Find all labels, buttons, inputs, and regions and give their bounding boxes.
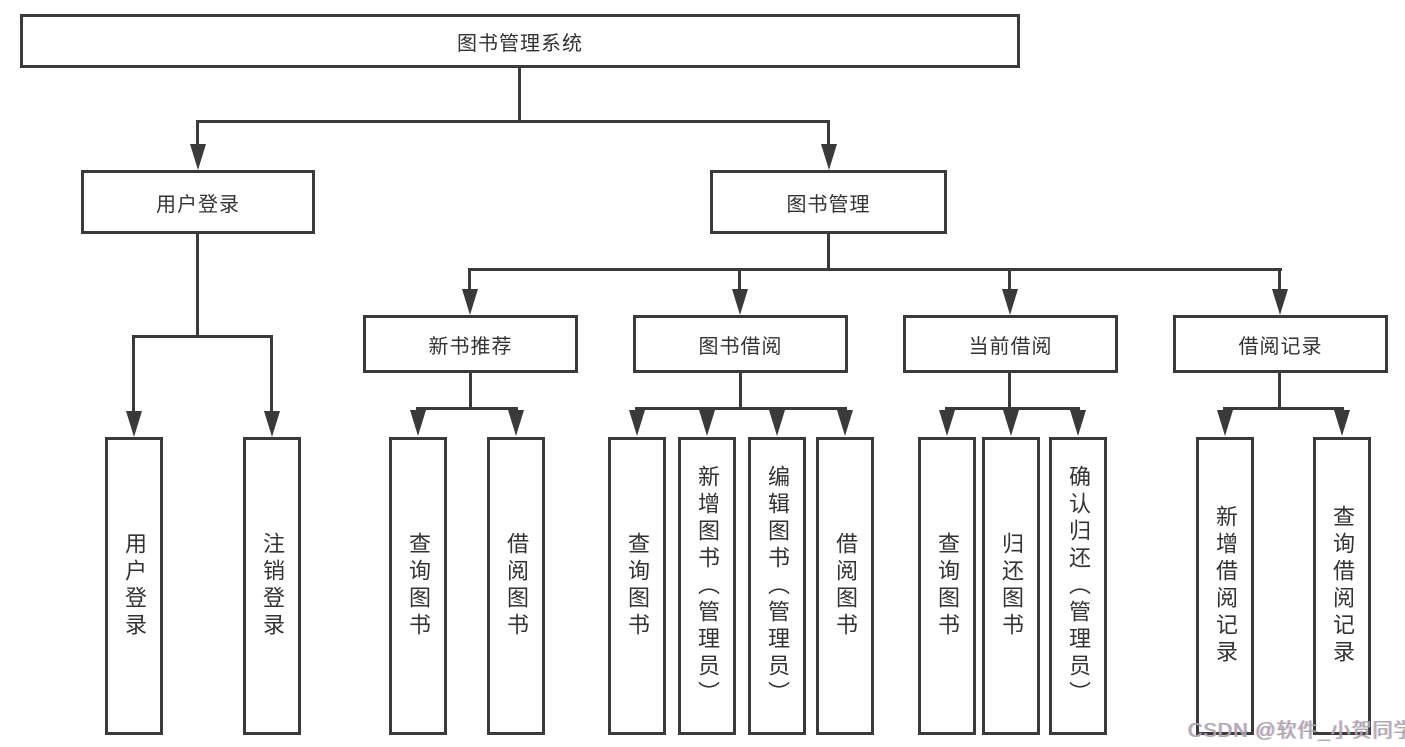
leaf-add-borrow-record: 新增借阅记录 bbox=[1196, 437, 1254, 735]
leaf-query-borrow-record: 查询借阅记录 bbox=[1313, 437, 1371, 735]
leaf-confirm-return-admin: 确认归还（管理员） bbox=[1049, 437, 1107, 735]
leaf-query-books-current: 查询图书 bbox=[918, 437, 976, 735]
arrow-down-query-borrowing bbox=[629, 410, 645, 436]
node-root-library-system: 图书管理系统 bbox=[20, 14, 1020, 68]
connector-drop-borrowing bbox=[738, 268, 741, 291]
connector-drop-leaf-logout bbox=[270, 335, 273, 413]
arrow-down-recommend bbox=[462, 289, 478, 315]
node-new-book-recommend-label: 新书推荐 bbox=[428, 335, 513, 358]
connector-level2-hline bbox=[196, 120, 830, 123]
leaf-query-books-borrowing: 查询图书 bbox=[608, 437, 666, 735]
leaf-return-book-label: 归还图书 bbox=[999, 532, 1024, 640]
connector-user-login-hline bbox=[132, 335, 273, 338]
node-root-label: 图书管理系统 bbox=[457, 32, 583, 55]
arrow-down-borrow-book bbox=[837, 410, 853, 436]
node-new-book-recommend: 新书推荐 bbox=[363, 315, 578, 373]
node-user-login-label: 用户登录 bbox=[156, 193, 240, 216]
node-current-borrowing-label: 当前借阅 bbox=[968, 335, 1053, 358]
leaf-return-book: 归还图书 bbox=[982, 437, 1040, 735]
arrow-down-query-record bbox=[1334, 410, 1350, 436]
connector-current-hline bbox=[945, 407, 1080, 410]
leaf-add-borrow-record-label: 新增借阅记录 bbox=[1213, 505, 1238, 667]
leaf-borrow-books-recommend-label: 借阅图书 bbox=[504, 532, 529, 640]
connector-records-stem bbox=[1278, 373, 1281, 409]
leaf-query-books-current-label: 查询图书 bbox=[935, 532, 960, 640]
connector-drop-leaf-login bbox=[132, 335, 135, 413]
csdn-watermark: CSDN @软件_小贺同学 bbox=[1188, 720, 1405, 742]
leaf-borrow-books: 借阅图书 bbox=[816, 437, 874, 735]
connector-recommend-stem bbox=[469, 373, 472, 409]
node-book-borrowing: 图书借阅 bbox=[633, 315, 848, 373]
connector-borrowing-hline bbox=[635, 407, 847, 410]
node-book-management-label: 图书管理 bbox=[786, 193, 871, 216]
node-current-borrowing: 当前借阅 bbox=[903, 315, 1118, 373]
arrow-down-borrowing bbox=[732, 289, 748, 315]
leaf-query-borrow-record-label: 查询借阅记录 bbox=[1330, 505, 1355, 667]
node-user-login: 用户登录 bbox=[81, 170, 315, 234]
leaf-query-books-recommend-label: 查询图书 bbox=[406, 532, 431, 640]
connector-records-hline bbox=[1223, 407, 1344, 410]
arrow-down-add-book bbox=[699, 410, 715, 436]
connector-borrowing-stem bbox=[739, 373, 742, 409]
arrow-down-add-record bbox=[1217, 410, 1233, 436]
arrow-down-edit-book bbox=[769, 410, 785, 436]
connector-user-login-stem bbox=[196, 234, 199, 337]
arrow-down-borrow-recommend bbox=[508, 410, 524, 436]
arrow-down-book-mgmt bbox=[821, 144, 837, 170]
leaf-edit-book-admin-label: 编辑图书（管理员） bbox=[765, 464, 790, 708]
arrow-down-query-recommend bbox=[410, 410, 426, 436]
arrow-down-current bbox=[1002, 289, 1018, 315]
arrow-down-query-current bbox=[939, 410, 955, 436]
leaf-user-login: 用户登录 bbox=[105, 437, 163, 735]
arrow-down-leaf-logout bbox=[264, 411, 280, 437]
connector-drop-recommend bbox=[468, 268, 471, 291]
leaf-borrow-books-label: 借阅图书 bbox=[833, 532, 858, 640]
leaf-user-login-label: 用户登录 bbox=[122, 532, 147, 640]
node-book-management: 图书管理 bbox=[710, 170, 947, 234]
connector-drop-user-login bbox=[196, 120, 199, 146]
node-borrowing-records-label: 借阅记录 bbox=[1238, 335, 1323, 358]
connector-recommend-hline bbox=[416, 407, 518, 410]
connector-book-mgmt-stem bbox=[827, 234, 830, 270]
leaf-query-books-borrowing-label: 查询图书 bbox=[625, 532, 650, 640]
leaf-borrow-books-recommend: 借阅图书 bbox=[487, 437, 545, 735]
arrow-down-leaf-login bbox=[126, 411, 142, 437]
arrow-down-user-login bbox=[190, 144, 206, 170]
leaf-add-book-admin-label: 新增图书（管理员） bbox=[695, 464, 720, 708]
arrow-down-return-book bbox=[1003, 410, 1019, 436]
leaf-edit-book-admin: 编辑图书（管理员） bbox=[748, 437, 806, 735]
connector-level3-hline bbox=[468, 268, 1282, 271]
connector-root-stem bbox=[518, 68, 521, 122]
node-book-borrowing-label: 图书借阅 bbox=[698, 335, 783, 358]
connector-drop-records bbox=[1278, 268, 1281, 291]
arrow-down-confirm-return bbox=[1070, 410, 1086, 436]
leaf-confirm-return-admin-label: 确认归还（管理员） bbox=[1066, 464, 1091, 708]
arrow-down-records bbox=[1272, 289, 1288, 315]
leaf-add-book-admin: 新增图书（管理员） bbox=[678, 437, 736, 735]
connector-current-stem bbox=[1008, 373, 1011, 409]
leaf-logout: 注销登录 bbox=[243, 437, 301, 735]
node-borrowing-records: 借阅记录 bbox=[1173, 315, 1388, 373]
connector-drop-current bbox=[1008, 268, 1011, 291]
connector-drop-book-mgmt bbox=[827, 120, 830, 146]
leaf-logout-label: 注销登录 bbox=[260, 532, 285, 640]
leaf-query-books-recommend: 查询图书 bbox=[389, 437, 447, 735]
